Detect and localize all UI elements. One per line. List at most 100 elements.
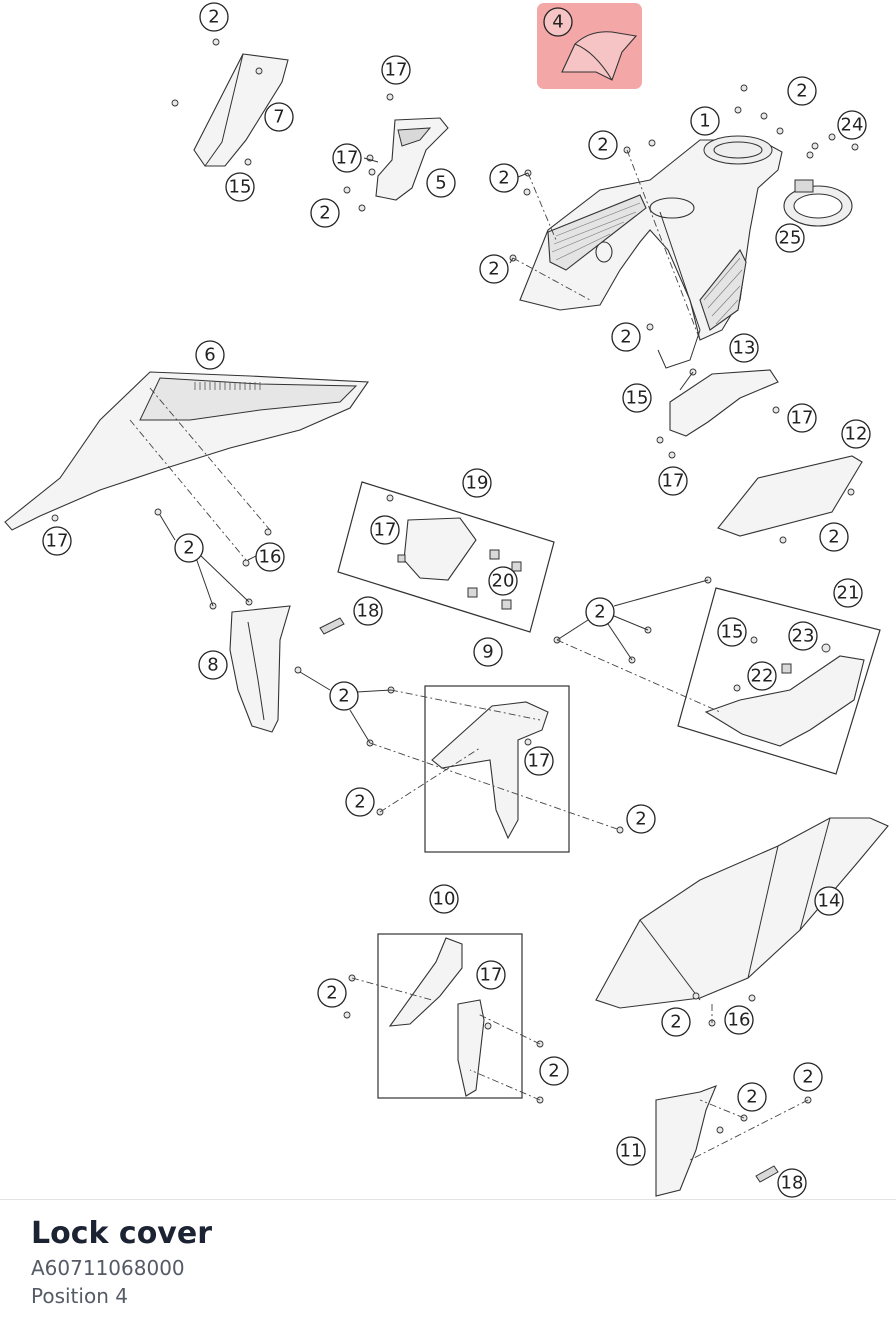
- callout-17[interactable]: 17: [370, 515, 400, 545]
- callout-13[interactable]: 13: [729, 333, 759, 363]
- callout-8[interactable]: 8: [198, 650, 228, 680]
- callout-9[interactable]: 9: [473, 637, 503, 667]
- part-lock-cover[interactable]: [561, 31, 638, 81]
- svg-text:24: 24: [841, 115, 864, 136]
- callout-17[interactable]: 17: [476, 960, 506, 990]
- callout-5[interactable]: 5: [426, 168, 456, 198]
- part-12-side-plate[interactable]: [717, 455, 863, 537]
- svg-text:2: 2: [488, 259, 499, 280]
- part-18-badge-bottom[interactable]: [755, 1165, 779, 1183]
- callout-2[interactable]: 2: [793, 1062, 823, 1092]
- callout-2[interactable]: 2: [787, 76, 817, 106]
- svg-text:2: 2: [326, 983, 337, 1004]
- svg-text:2: 2: [594, 602, 605, 623]
- svg-text:22: 22: [751, 666, 774, 687]
- svg-text:2: 2: [183, 538, 194, 559]
- callout-2[interactable]: 2: [611, 322, 641, 352]
- svg-text:2: 2: [319, 203, 330, 224]
- svg-text:2: 2: [338, 686, 349, 707]
- svg-text:2: 2: [828, 527, 839, 548]
- callout-24[interactable]: 24: [837, 110, 867, 140]
- svg-text:12: 12: [845, 424, 868, 445]
- callout-23[interactable]: 23: [788, 621, 818, 651]
- callout-2[interactable]: 2: [588, 130, 618, 160]
- svg-text:17: 17: [480, 965, 503, 986]
- callout-2[interactable]: 2: [329, 681, 359, 711]
- svg-text:6: 6: [204, 345, 215, 366]
- callout-2[interactable]: 2: [626, 804, 656, 834]
- callout-16[interactable]: 16: [724, 1005, 754, 1035]
- callout-17[interactable]: 17: [42, 526, 72, 556]
- callout-2[interactable]: 2: [819, 522, 849, 552]
- svg-text:2: 2: [548, 1061, 559, 1082]
- callout-4[interactable]: 4: [543, 7, 573, 37]
- callout-18[interactable]: 18: [353, 596, 383, 626]
- callout-2[interactable]: 2: [310, 198, 340, 228]
- svg-text:2: 2: [746, 1087, 757, 1108]
- callout-2[interactable]: 2: [317, 978, 347, 1008]
- callout-17[interactable]: 17: [332, 143, 362, 173]
- svg-text:2: 2: [635, 809, 646, 830]
- svg-text:20: 20: [492, 571, 515, 592]
- part-21-bracket[interactable]: [704, 655, 865, 747]
- callout-18[interactable]: 18: [777, 1168, 807, 1198]
- callout-2[interactable]: 2: [661, 1007, 691, 1037]
- part-14-fairing[interactable]: [595, 817, 889, 1009]
- svg-text:7: 7: [273, 107, 284, 128]
- callout-11[interactable]: 11: [616, 1136, 646, 1166]
- part-9-bracket[interactable]: [431, 701, 549, 840]
- callout-2[interactable]: 2: [737, 1082, 767, 1112]
- svg-text:18: 18: [357, 601, 380, 622]
- callout-20[interactable]: 20: [488, 566, 518, 596]
- callout-17[interactable]: 17: [381, 55, 411, 85]
- callout-17[interactable]: 17: [524, 746, 554, 776]
- svg-text:8: 8: [207, 655, 218, 676]
- svg-text:17: 17: [528, 751, 551, 772]
- part-11-cover[interactable]: [655, 1085, 717, 1197]
- svg-text:21: 21: [837, 583, 860, 604]
- part-19-bracket[interactable]: [403, 517, 477, 581]
- svg-text:2: 2: [354, 792, 365, 813]
- callout-2[interactable]: 2: [585, 597, 615, 627]
- part-5-bracket[interactable]: [375, 117, 449, 201]
- callout-15[interactable]: 15: [225, 172, 255, 202]
- svg-text:2: 2: [498, 168, 509, 189]
- callout-2[interactable]: 2: [479, 254, 509, 284]
- callout-1[interactable]: 1: [690, 106, 720, 136]
- svg-text:5: 5: [435, 173, 446, 194]
- svg-text:13: 13: [733, 338, 756, 359]
- callout-2[interactable]: 2: [174, 533, 204, 563]
- part-6-long-panel[interactable]: [4, 371, 370, 531]
- part-number: A60711068000: [31, 1256, 185, 1280]
- part-10-bracket[interactable]: [388, 937, 463, 1027]
- callout-17[interactable]: 17: [787, 403, 817, 433]
- callout-16[interactable]: 16: [255, 542, 285, 572]
- part-info-panel: Lock cover A60711068000 Position 4: [31, 1214, 212, 1310]
- part-7-panel[interactable]: [193, 53, 289, 167]
- svg-text:25: 25: [779, 228, 802, 249]
- callout-7[interactable]: 7: [264, 102, 294, 132]
- callout-21[interactable]: 21: [833, 578, 863, 608]
- callout-6[interactable]: 6: [195, 340, 225, 370]
- callout-2[interactable]: 2: [345, 787, 375, 817]
- callout-2[interactable]: 2: [489, 163, 519, 193]
- part-position: Position 4: [31, 1284, 128, 1308]
- callout-2[interactable]: 2: [539, 1056, 569, 1086]
- callout-15[interactable]: 15: [622, 383, 652, 413]
- callout-10[interactable]: 10: [429, 884, 459, 914]
- svg-text:19: 19: [466, 473, 489, 494]
- callout-2[interactable]: 2: [199, 2, 229, 32]
- part-8-side-piece[interactable]: [229, 605, 291, 733]
- callout-15[interactable]: 15: [717, 617, 747, 647]
- callout-14[interactable]: 14: [814, 886, 844, 916]
- svg-text:2: 2: [802, 1067, 813, 1088]
- part-18-badge[interactable]: [319, 617, 345, 635]
- callout-22[interactable]: 22: [747, 661, 777, 691]
- callout-12[interactable]: 12: [841, 419, 871, 449]
- callout-17[interactable]: 17: [658, 466, 688, 496]
- callout-25[interactable]: 25: [775, 223, 805, 253]
- callout-19[interactable]: 19: [462, 468, 492, 498]
- part-13-bracket[interactable]: [669, 369, 779, 437]
- svg-text:15: 15: [229, 177, 252, 198]
- part-21-box: [677, 587, 881, 775]
